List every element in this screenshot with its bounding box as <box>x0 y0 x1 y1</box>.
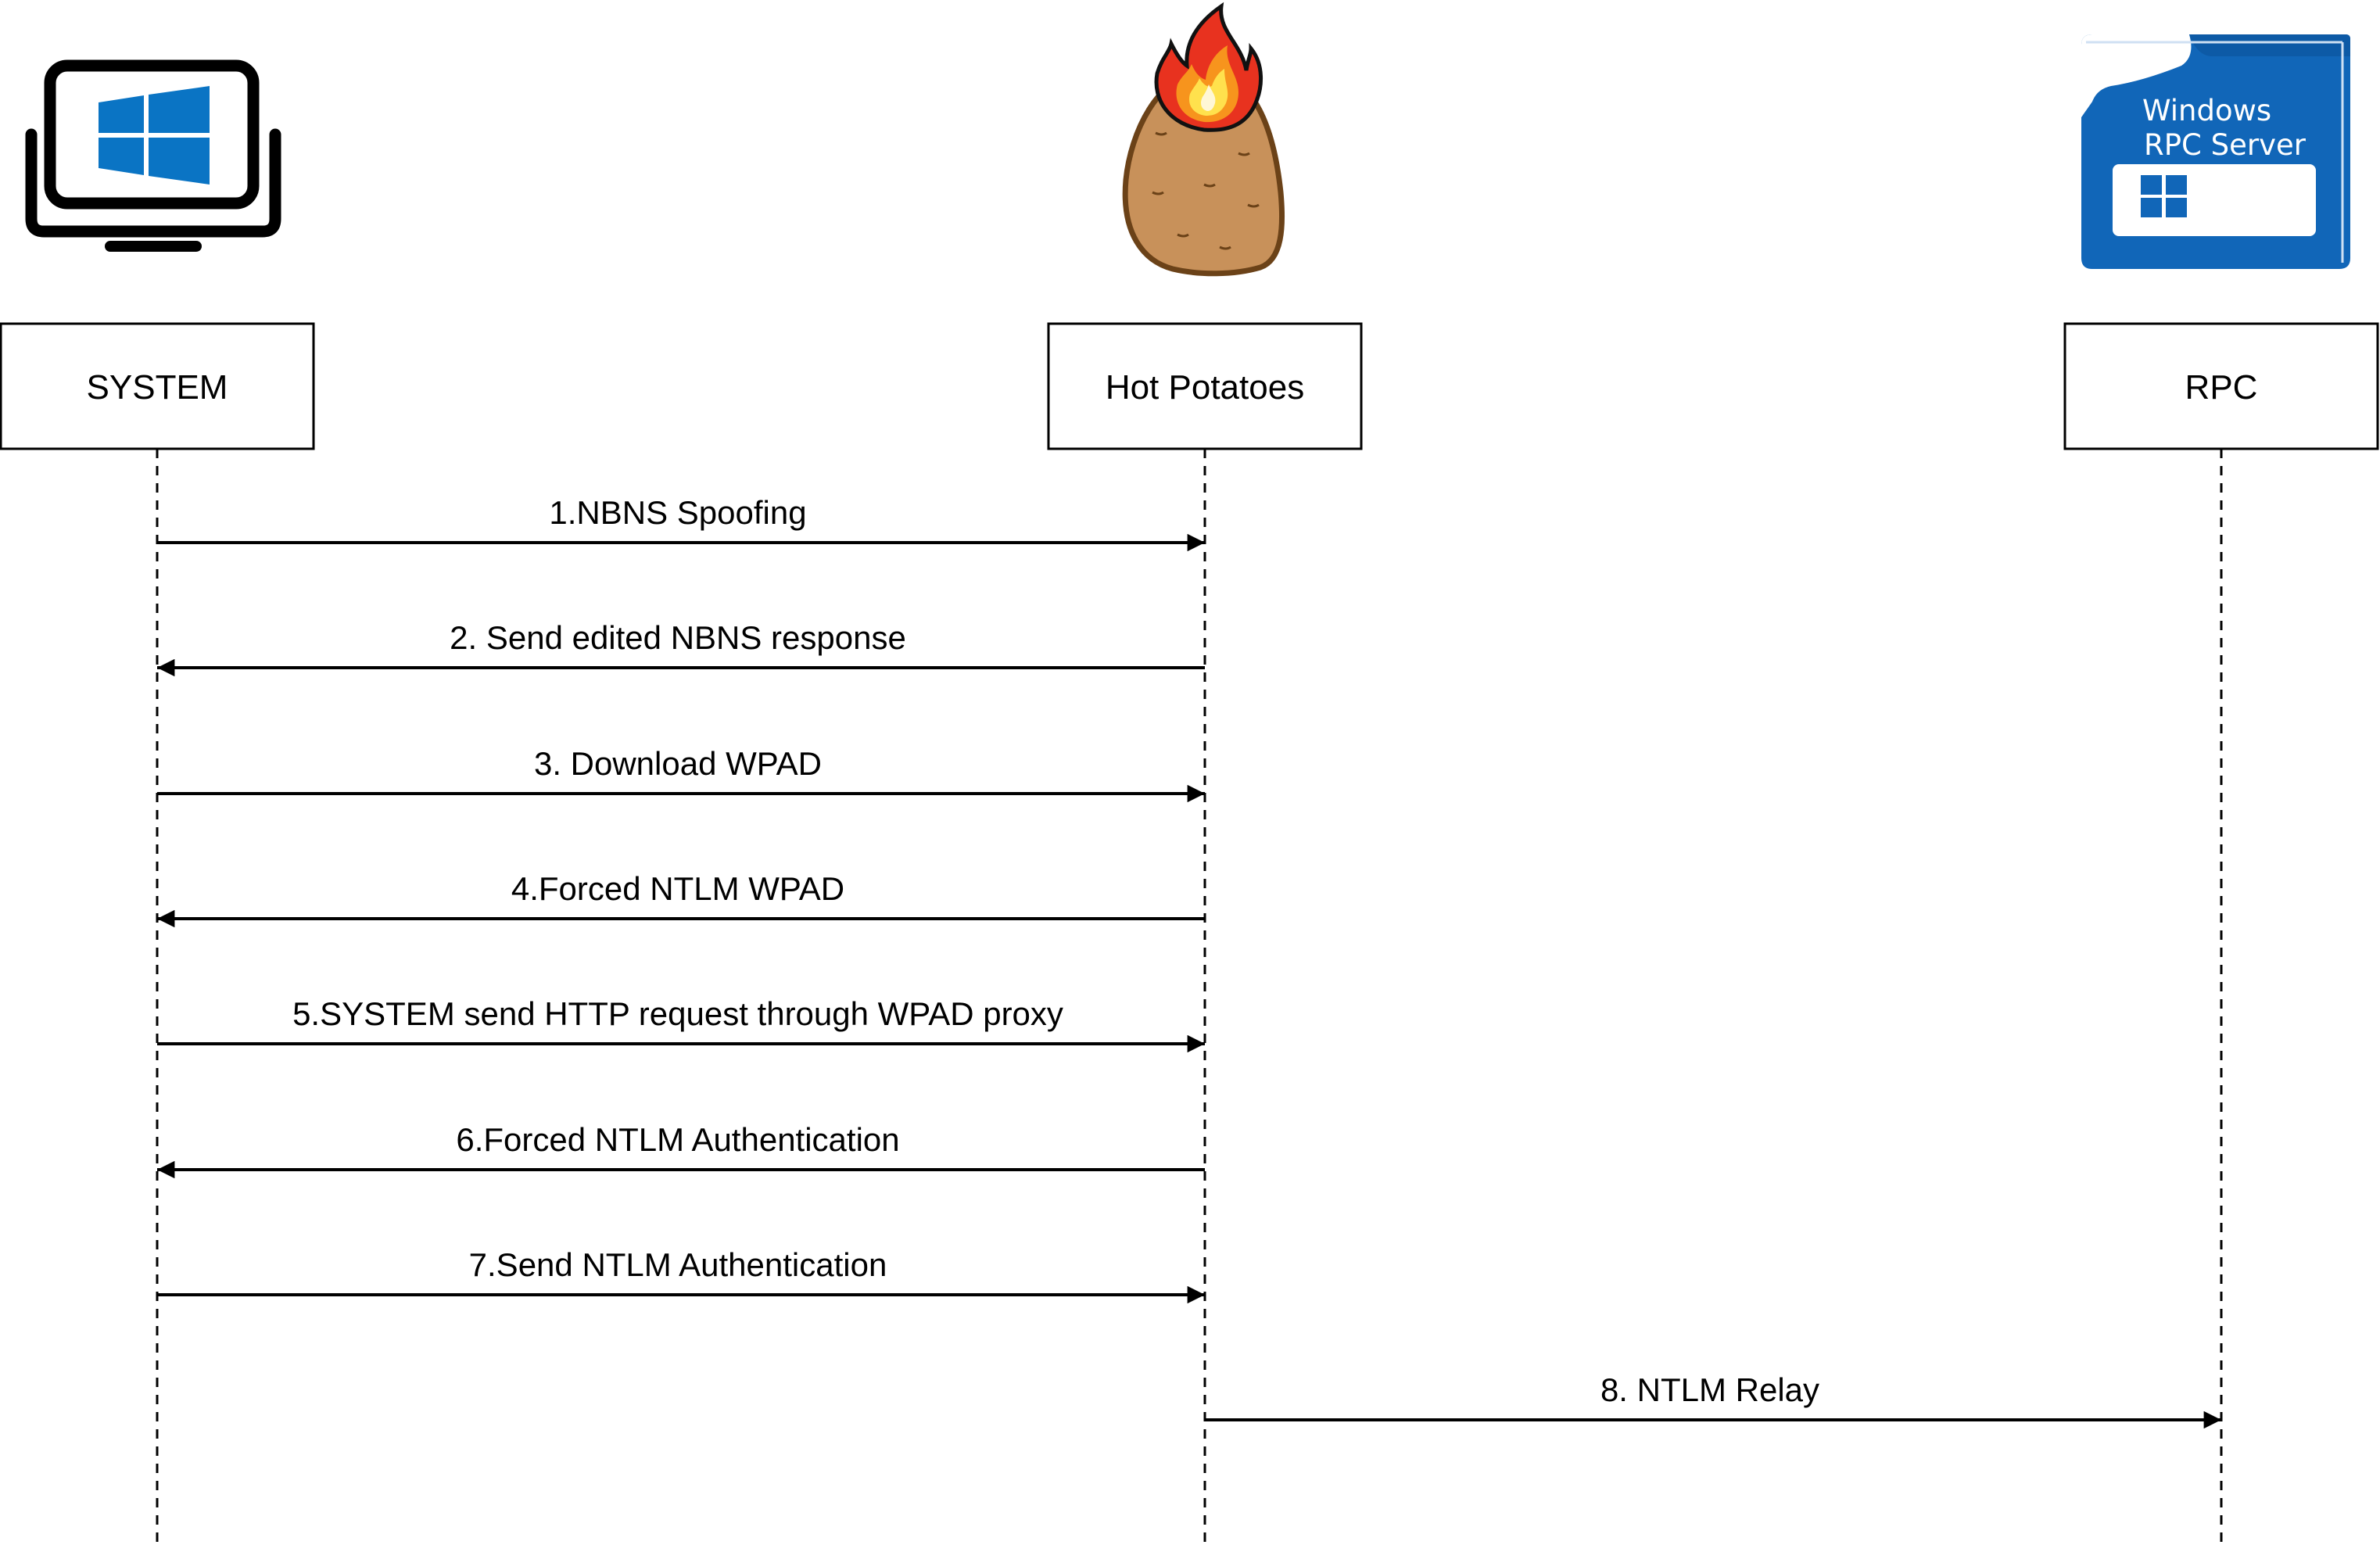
message-label-8: 8. NTLM Relay <box>1600 1371 1819 1408</box>
rpc-badge-line2: RPC Server <box>2144 128 2307 162</box>
rpc-badge-line1: Windows <box>2142 94 2271 127</box>
message-label-6: 6.Forced NTLM Authentication <box>456 1121 899 1158</box>
flaming-potato-icon <box>1122 2 1285 277</box>
actor-label-rpc: RPC <box>2185 368 2258 407</box>
message-label-3: 3. Download WPAD <box>534 745 822 782</box>
message-label-1: 1.NBNS Spoofing <box>549 494 806 531</box>
message-label-7: 7.Send NTLM Authentication <box>469 1246 887 1283</box>
message-label-2: 2. Send edited NBNS response <box>450 619 906 656</box>
windows-rpc-server-icon: Windows RPC Server <box>2081 34 2350 269</box>
actor-header-rpc: RPC <box>2063 322 2379 450</box>
actor-header-hot-potatoes: Hot Potatoes <box>1047 322 1363 450</box>
windows-logo-small-icon <box>2141 175 2187 217</box>
flame-icon <box>1154 2 1263 132</box>
messages-group: 1.NBNS Spoofing 2. Send edited NBNS respo… <box>157 494 2221 1429</box>
windows-monitor-icon <box>25 59 281 252</box>
message-label-5: 5.SYSTEM send HTTP request through WPAD … <box>292 995 1063 1032</box>
actor-label-system: SYSTEM <box>87 368 228 407</box>
actor-header-system: SYSTEM <box>0 322 315 450</box>
message-label-4: 4.Forced NTLM WPAD <box>511 870 844 907</box>
windows-logo-icon <box>99 86 210 185</box>
actor-label-hot-potatoes: Hot Potatoes <box>1106 368 1304 407</box>
